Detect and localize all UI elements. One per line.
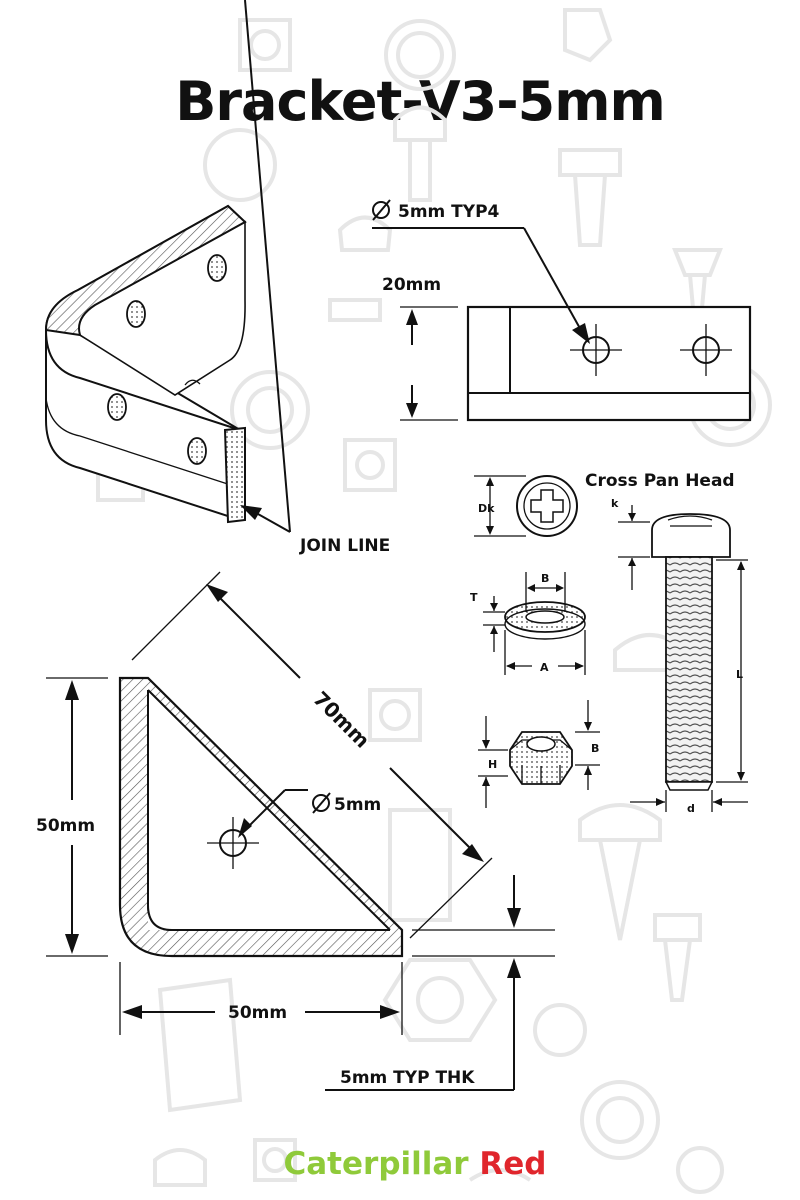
join-line-callout: JOIN LINE — [240, 0, 390, 556]
phillips-screw-head-icon: Dk — [474, 475, 578, 537]
plate-view: 5mm TYP4 20mm — [372, 199, 752, 422]
width-50-label: 50mm — [228, 1003, 287, 1023]
washer-b-label: B — [541, 572, 549, 585]
h-label: H — [488, 758, 497, 771]
dk-label: Dk — [478, 502, 495, 515]
join-line-edge — [45, 397, 241, 489]
cross-pan-head-label: Cross Pan Head — [585, 471, 735, 491]
hole-typ-label: 5mm TYP4 — [398, 202, 500, 222]
bracket-side-view: 5mm 70mm 50mm 50mm 5mm TYP THK — [36, 571, 555, 1091]
pan-head-screw-icon: k L d — [611, 497, 748, 815]
brand-word-2: Red — [479, 1146, 547, 1182]
brand-word-1: Caterpillar — [283, 1146, 469, 1182]
nut-b-label: B — [591, 742, 599, 755]
hole-iso-4 — [187, 437, 207, 465]
bracket-top-hatch — [44, 204, 247, 337]
washer-icon: B T A — [470, 572, 586, 675]
k-label: k — [611, 497, 619, 510]
page-title: Bracket-V3-5mm — [175, 70, 666, 133]
d-label: d — [687, 802, 695, 815]
join-line-label: JOIN LINE — [299, 536, 390, 556]
diameter-icon — [312, 792, 331, 814]
diameter-icon — [372, 199, 391, 221]
hole-5-label: 5mm — [334, 795, 381, 815]
l-label: L — [736, 668, 743, 681]
brand-logo: Caterpillar Red — [0, 1146, 800, 1182]
length-70-label: 70mm — [308, 687, 374, 753]
bracket-end-section — [223, 426, 246, 524]
isometric-bracket-view — [44, 204, 247, 524]
t-label: T — [470, 591, 478, 604]
hole-iso-3 — [107, 393, 127, 421]
hole-iso-1 — [207, 254, 227, 282]
a-label: A — [540, 661, 549, 674]
hex-nut-icon: H B — [478, 700, 600, 808]
thickness-label: 5mm TYP THK — [340, 1068, 475, 1088]
hole-iso-2 — [126, 300, 146, 328]
height-50-label: 50mm — [36, 816, 95, 836]
height-20-label: 20mm — [382, 275, 441, 295]
